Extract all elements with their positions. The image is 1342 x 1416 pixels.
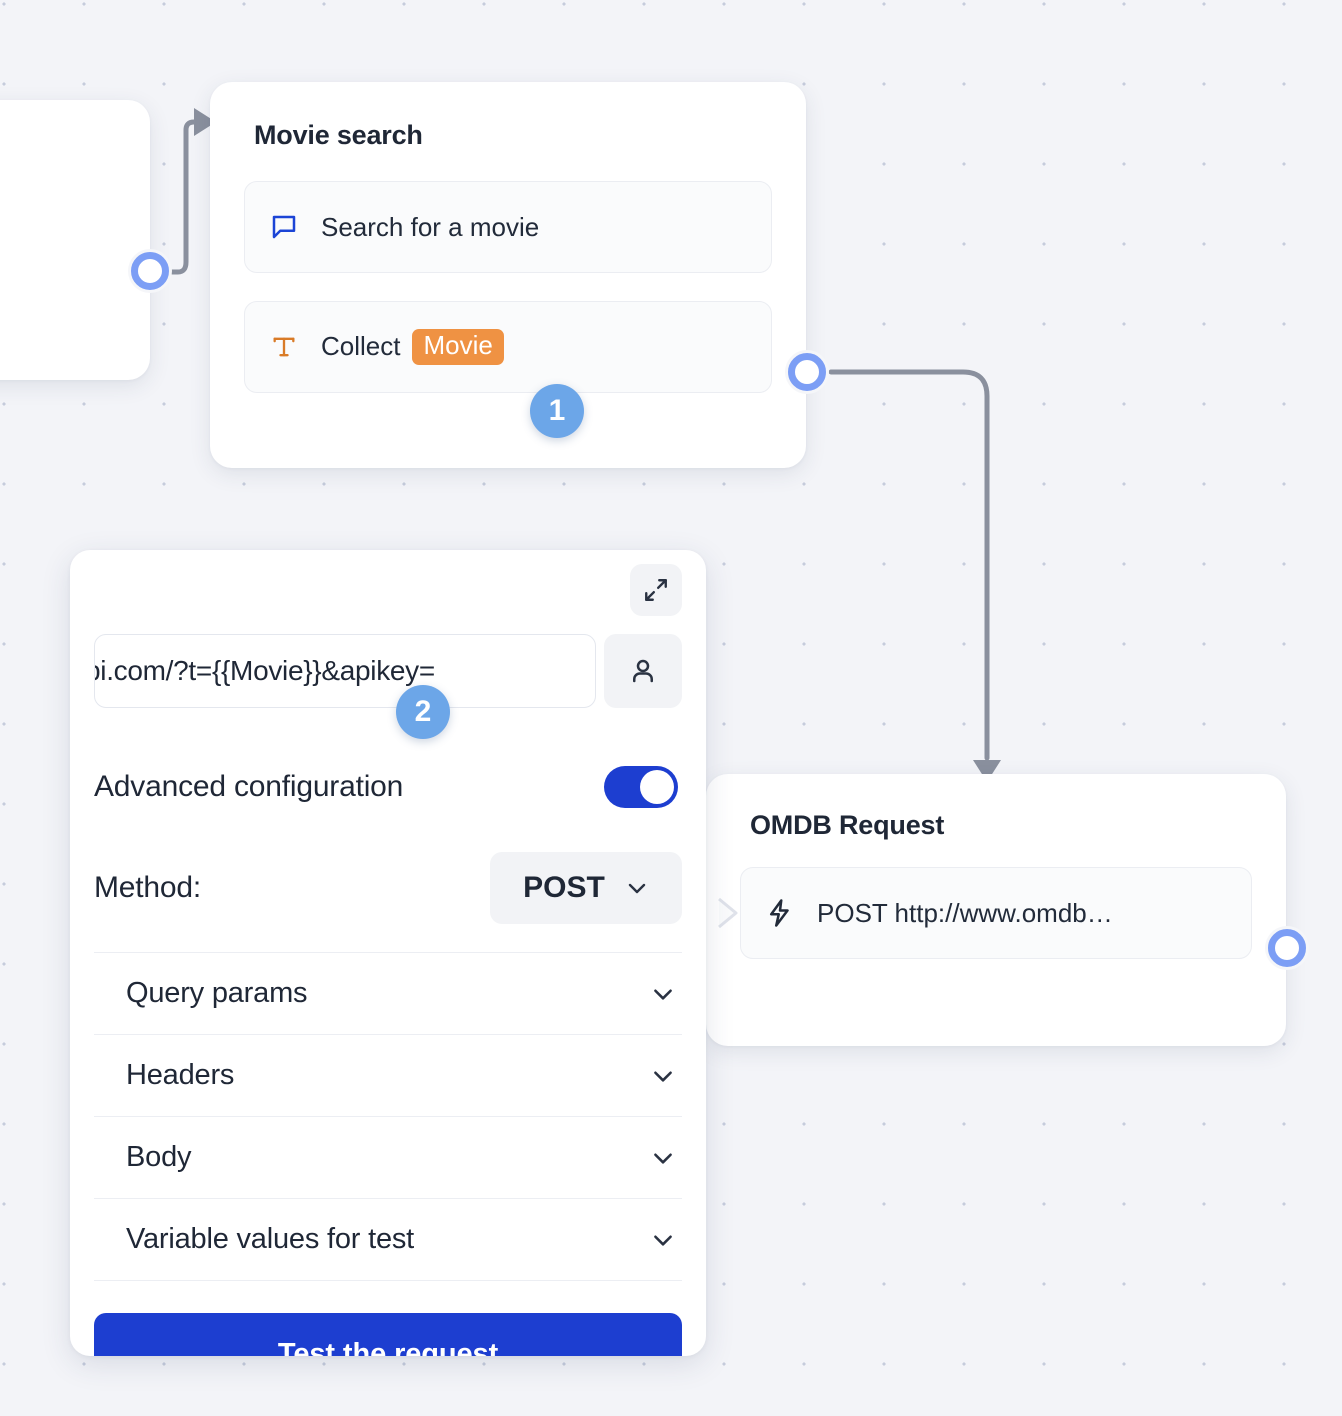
person-icon [628, 656, 658, 686]
accordion-label-query-params: Query params [126, 977, 308, 1009]
node-row-post-request[interactable]: POST http://www.omdb… [718, 867, 1252, 959]
advanced-configuration-row: Advanced configuration [94, 766, 682, 808]
method-label: Method: [94, 871, 201, 904]
test-the-request-button[interactable]: Test the request [94, 1313, 682, 1356]
accordion-query-params[interactable]: Query params [94, 953, 682, 1035]
accordion-headers[interactable]: Headers [94, 1035, 682, 1117]
step-badge-1: 1 [530, 384, 584, 438]
accordion-label-variable-values: Variable values for test [126, 1223, 415, 1255]
url-person-button[interactable] [604, 634, 682, 708]
node-title-movie-search: Movie search [254, 120, 423, 150]
node-title-omdb-request: OMDB Request [750, 810, 945, 840]
expand-panel-button[interactable] [630, 564, 682, 616]
chevron-down-icon [650, 1063, 676, 1089]
chevron-down-icon [650, 1227, 676, 1253]
row-target-chevron-icon [718, 897, 738, 929]
edge-movie-to-omdb [828, 369, 1001, 782]
chevron-down-icon [625, 876, 649, 900]
row-label-search: Search for a movie [321, 211, 540, 242]
url-input[interactable]: pi.com/?t={{Movie}}&apikey= [94, 634, 596, 708]
lightning-bolt-icon [763, 896, 797, 930]
method-row: Method: POST [94, 852, 682, 953]
row-label-post-url: POST http://www.omdb… [817, 897, 1113, 928]
text-letter-t-icon [267, 330, 301, 364]
connection-handle-omdb-out[interactable] [1265, 926, 1309, 970]
chevron-down-icon [650, 1145, 676, 1171]
connection-handle-movie-out[interactable] [785, 350, 829, 394]
method-select-value: POST [523, 871, 605, 904]
connection-handle-partial-out[interactable] [128, 249, 172, 293]
advanced-configuration-label: Advanced configuration [94, 770, 404, 803]
row-label-collect-text: Collect [321, 331, 401, 362]
accordion-variable-values-for-test[interactable]: Variable values for test [94, 1199, 682, 1281]
step-badge-2: 2 [396, 685, 450, 739]
method-select[interactable]: POST [490, 852, 682, 924]
chevron-down-icon [650, 981, 676, 1007]
accordion-body[interactable]: Body [94, 1117, 682, 1199]
node-row-search-for-a-movie[interactable]: Search for a movie [244, 181, 772, 273]
node-card-partial[interactable] [0, 100, 150, 380]
advanced-configuration-toggle[interactable] [604, 766, 678, 808]
accordion-label-body: Body [126, 1141, 192, 1173]
accordion-label-headers: Headers [126, 1059, 235, 1091]
node-card-omdb-request[interactable]: OMDB Request POST http://www.omdb… [706, 774, 1286, 1046]
node-row-collect-movie[interactable]: Collect Movie [244, 301, 772, 393]
url-row: pi.com/?t={{Movie}}&apikey= [94, 634, 682, 708]
row-label-collect: Collect Movie [321, 329, 504, 365]
expand-diagonal-icon [643, 577, 669, 603]
message-bubble-icon [267, 210, 301, 244]
node-card-movie-search[interactable]: Movie search Search for a movie [210, 82, 806, 468]
variable-chip-movie[interactable]: Movie [412, 329, 504, 365]
request-config-panel[interactable]: pi.com/?t={{Movie}}&apikey= Advanced con… [70, 550, 706, 1356]
url-input-value: pi.com/?t={{Movie}}&apikey= [94, 655, 435, 686]
